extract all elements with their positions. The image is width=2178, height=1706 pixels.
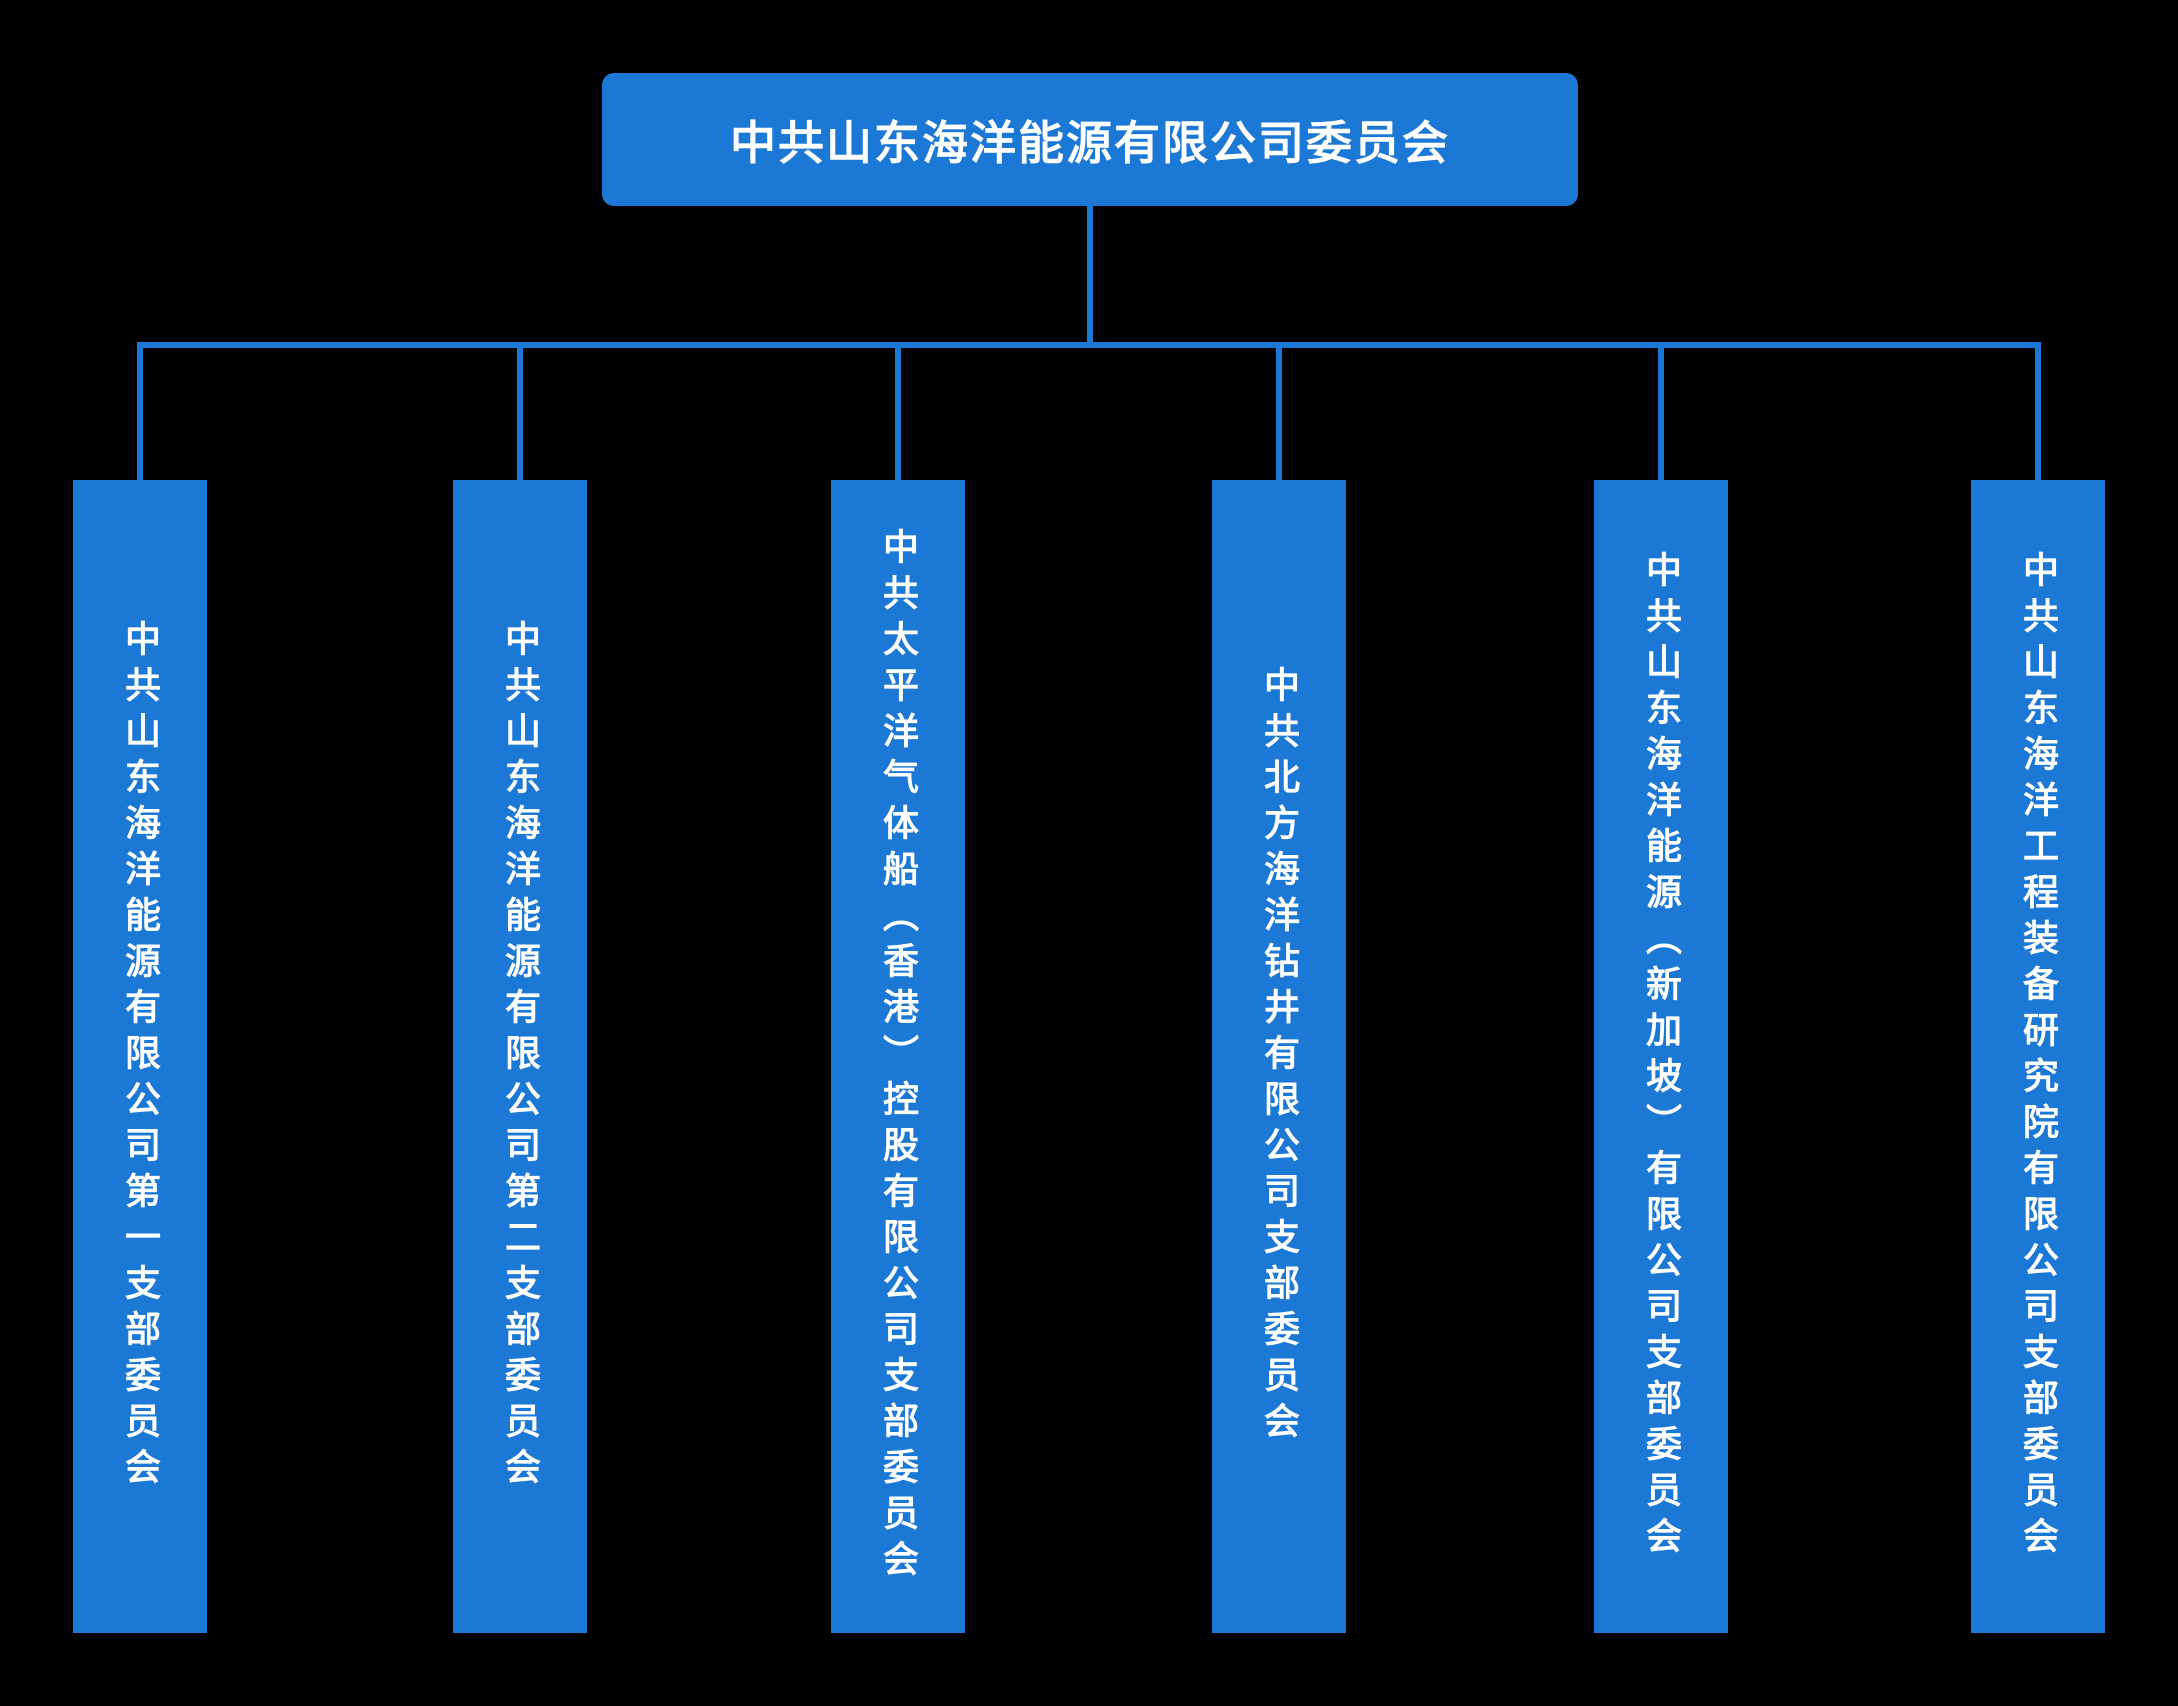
branch-node-3-label: 中共太平洋气体船（香港）控股有限公司支部委员会 (878, 527, 919, 1586)
branch-node-2-label: 中共山东海洋能源有限公司第二支部委员会 (500, 619, 541, 1494)
root-node-label: 中共山东海洋能源有限公司委员会 (730, 116, 1450, 169)
connector-drop-2 (517, 344, 523, 480)
branch-node-6-label: 中共山东海洋工程装备研究院有限公司支部委员会 (2018, 550, 2059, 1563)
branch-node-5-label: 中共山东海洋能源（新加坡）有限公司支部委员会 (1641, 550, 1682, 1563)
root-node: 中共山东海洋能源有限公司委员会 (602, 73, 1578, 206)
connector-drop-5 (1658, 344, 1664, 480)
branch-node-3: 中共太平洋气体船（香港）控股有限公司支部委员会 (831, 480, 965, 1633)
connector-stem (1087, 206, 1093, 345)
branch-node-6: 中共山东海洋工程装备研究院有限公司支部委员会 (1971, 480, 2105, 1633)
connector-drop-1 (137, 344, 143, 480)
branch-node-2: 中共山东海洋能源有限公司第二支部委员会 (453, 480, 587, 1633)
branch-node-5: 中共山东海洋能源（新加坡）有限公司支部委员会 (1594, 480, 1728, 1633)
connector-bus (137, 342, 2041, 348)
connector-drop-3 (895, 344, 901, 480)
branch-node-4: 中共北方海洋钻井有限公司支部委员会 (1212, 480, 1346, 1633)
branch-node-1-label: 中共山东海洋能源有限公司第一支部委员会 (120, 619, 161, 1494)
connector-drop-6 (2035, 344, 2041, 480)
branch-node-4-label: 中共北方海洋钻井有限公司支部委员会 (1259, 665, 1300, 1448)
branch-node-1: 中共山东海洋能源有限公司第一支部委员会 (73, 480, 207, 1633)
connector-drop-4 (1276, 344, 1282, 480)
